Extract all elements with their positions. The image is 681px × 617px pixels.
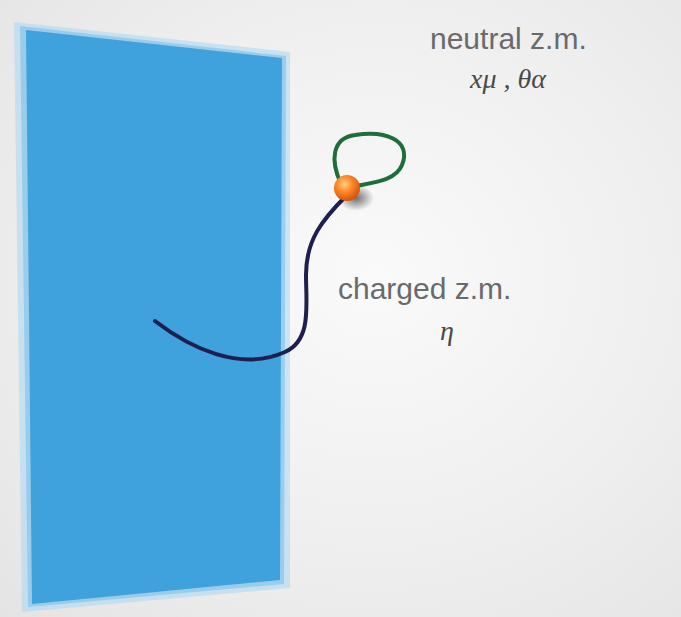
zero-mode-heading: neutral z.m. <box>430 22 587 55</box>
instanton-ball <box>334 175 360 201</box>
math-label: η <box>440 316 454 347</box>
math-label: xμ , θα <box>470 64 546 95</box>
brane-layer <box>14 22 290 612</box>
charged-string <box>155 196 346 359</box>
brane-layer <box>20 26 286 607</box>
zero-mode-heading: charged z.m. <box>338 272 511 305</box>
brane <box>26 30 282 604</box>
